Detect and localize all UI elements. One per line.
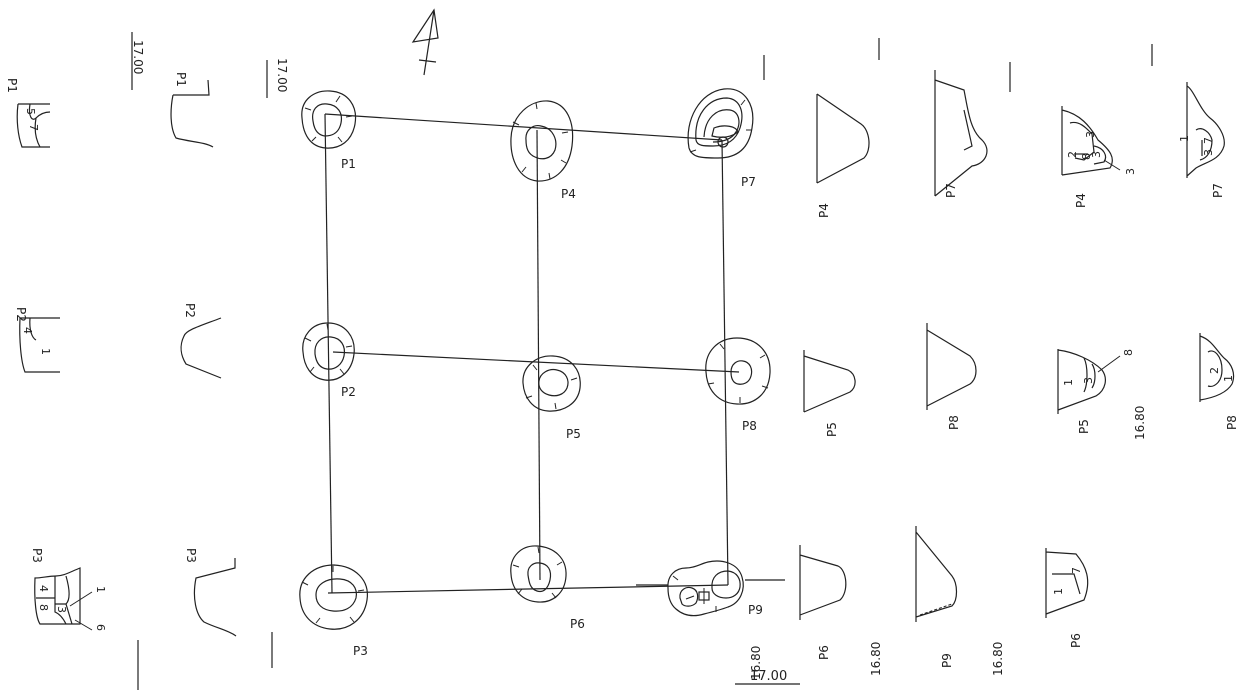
- section-label-p9-profile: P9: [940, 653, 954, 668]
- section-layered-p4: [1061, 106, 1113, 176]
- elevation-label-r4: 16.80: [1133, 406, 1147, 440]
- layer-p1-7: 7: [27, 124, 40, 131]
- elevation-label-r1: 16.80: [749, 646, 763, 680]
- section-label-p8-profile: P8: [947, 415, 961, 430]
- section-label-p3-layered: P3: [30, 548, 44, 563]
- plan-posthole-p6: [510, 545, 567, 603]
- layer-p3-3: 3: [55, 606, 68, 613]
- section-label-p7-profile: P7: [944, 183, 958, 198]
- layer-p4-3b: 3: [1090, 151, 1103, 158]
- plan-posthole-p7: [687, 88, 754, 159]
- plan-label-p9: P9: [748, 603, 763, 617]
- layer-p2-1: 1: [39, 348, 52, 355]
- plan-label-p6: P6: [570, 617, 585, 631]
- layer-p7-1: 1: [1178, 135, 1191, 142]
- plan-posthole-p9: [667, 560, 744, 617]
- section-profile-p6: [799, 545, 847, 620]
- elevation-label-left-1: 17.00: [131, 40, 145, 74]
- layer-number-labels: 5 7 4 1 4 8 3 1 6 3 2 8 3 3 1 3 8 1 7 1 …: [21, 108, 1235, 631]
- layer-p5-3: 3: [1082, 377, 1095, 384]
- section-layered-p7: [1186, 82, 1225, 178]
- plan-posthole-p2: [302, 322, 355, 381]
- plan-label-p4: P4: [561, 187, 576, 201]
- layer-p8-1: 1: [1222, 375, 1235, 382]
- plan-posthole-p1: [301, 90, 357, 149]
- section-label-p1-layered: P1: [5, 78, 19, 93]
- section-profile-p2: [180, 317, 222, 379]
- layer-p7-3: 3: [1202, 149, 1215, 156]
- section-profile-p9: [915, 526, 958, 622]
- section-label-p2-layered: P2: [14, 307, 28, 322]
- plan-label-p3: P3: [353, 644, 368, 658]
- layer-leaders: [69, 159, 1121, 631]
- layer-p3-8: 8: [37, 604, 50, 611]
- section-label-p5-profile: P5: [825, 422, 839, 437]
- section-label-p1-profile: P1: [174, 72, 188, 87]
- section-layered-p6: [1045, 548, 1089, 618]
- layer-p2-4: 4: [21, 327, 34, 334]
- elevation-label-left-2: 17.00: [275, 58, 289, 92]
- elevation-lines: [131, 32, 1153, 690]
- elevation-label-bottom: 17.00: [750, 669, 787, 684]
- section-label-p5-layered: P5: [1077, 419, 1091, 434]
- section-profile-p4: [816, 93, 870, 184]
- layer-p4-3a: 3: [1084, 131, 1097, 138]
- plan-labels: P1 P2 P3 P4 P5 P6 P7 P8 P9: [341, 157, 763, 658]
- section-label-p4-layered: P4: [1074, 193, 1088, 208]
- section-layered-p5: [1057, 349, 1106, 414]
- section-labels: P1 P2 P3 P1 P2 P3 P4 P5 P6 P7 P8 P9 P4 P…: [5, 72, 1239, 668]
- section-profile-p5: [803, 350, 856, 413]
- elevation-labels: 17.00 17.00 17.00 16.80 16.80 16.80 16.8…: [131, 40, 1147, 684]
- section-profile-p7: [934, 70, 988, 197]
- layer-p3-4: 4: [37, 585, 50, 592]
- layer-p4-3c: 3: [1124, 168, 1137, 175]
- layer-p5-1: 1: [1062, 379, 1075, 386]
- section-profile-p3: [193, 558, 237, 637]
- layer-p3-6: 6: [94, 624, 107, 631]
- section-label-p4-profile: P4: [817, 203, 831, 218]
- plan-label-p2: P2: [341, 385, 356, 399]
- plan-label-p8: P8: [742, 419, 757, 433]
- elevation-label-r3: 16.80: [991, 642, 1005, 676]
- plan-posthole-p3: [299, 564, 368, 630]
- section-profile-p8: [926, 323, 977, 410]
- section-label-p2-profile: P2: [183, 303, 197, 318]
- layer-p7-7: 7: [1202, 137, 1215, 144]
- section-label-p6-layered: P6: [1069, 633, 1083, 648]
- layer-p4-2: 2: [1066, 151, 1079, 158]
- section-layered-p1: [16, 103, 51, 148]
- plan-label-p1: P1: [341, 157, 356, 171]
- plan-posthole-p4: [510, 100, 574, 182]
- section-label-p7-layered: P7: [1211, 183, 1225, 198]
- section-layered-p8: [1199, 333, 1235, 402]
- layer-p8-2: 2: [1208, 367, 1221, 374]
- section-layered-p3: [34, 567, 81, 625]
- section-label-p3-profile: P3: [184, 548, 198, 563]
- layer-p6-1: 1: [1052, 588, 1065, 595]
- layer-p6-7: 7: [1070, 567, 1083, 574]
- north-arrow-icon: [411, 8, 439, 76]
- elevation-label-r2: 16.80: [869, 642, 883, 676]
- plan-grid: [324, 113, 740, 594]
- section-label-p8-layered: P8: [1225, 415, 1239, 430]
- plan-label-p7: P7: [741, 175, 756, 189]
- section-layered-p2: [19, 317, 60, 373]
- plan-posthole-p8: [705, 337, 771, 405]
- layer-p4-8: 8: [1080, 153, 1093, 160]
- section-profile-p1: [170, 79, 214, 148]
- layer-p5-8: 8: [1122, 349, 1135, 356]
- plan-posthole-p5: [522, 355, 581, 412]
- layer-p3-1: 1: [94, 586, 107, 593]
- plan-label-p5: P5: [566, 427, 581, 441]
- layer-p1-5: 5: [24, 108, 37, 115]
- section-label-p6-profile: P6: [817, 645, 831, 660]
